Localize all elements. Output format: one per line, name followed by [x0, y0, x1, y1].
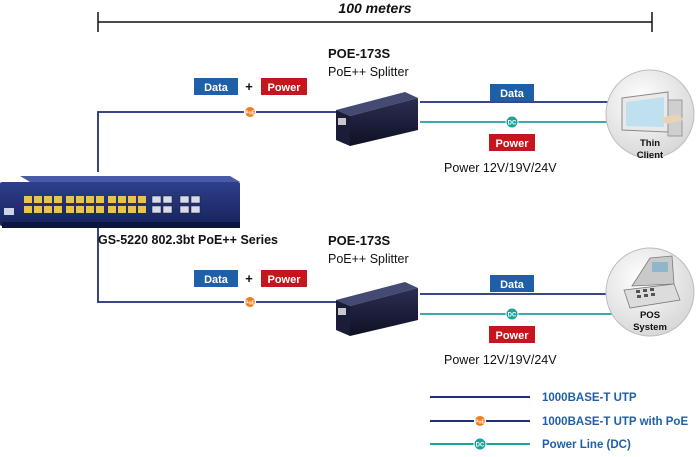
legend-label: 1000BASE-T UTP: [542, 392, 637, 404]
output-data-badge: [490, 84, 534, 101]
legend-item-utp-poe: PoE 1000BASE-T UTP with PoE: [430, 415, 688, 428]
plus-sign: +: [245, 79, 253, 94]
device-label: POS: [640, 310, 660, 321]
data-badge: [194, 270, 238, 287]
poe-marker: PoE: [244, 106, 256, 118]
poe-marker: [474, 415, 486, 427]
power-output-label: Power 12V/19V/24V: [444, 353, 557, 367]
legend: 1000BASE-T UTP PoE 1000BASE-T UTP with P…: [430, 392, 688, 451]
svg-text:Power: Power: [495, 138, 529, 150]
output-power-badge: [489, 326, 535, 343]
distance-label: 100 meters: [338, 0, 411, 16]
svg-text:Power: Power: [267, 82, 301, 94]
poe-marker: PoE: [244, 296, 256, 308]
svg-text:Power: Power: [267, 274, 301, 286]
distance-indicator: 100 meters: [97, 0, 653, 32]
legend-item-dc: DC Power Line (DC): [430, 437, 631, 451]
device-label: Thin: [640, 138, 660, 149]
power-output-label: Power 12V/19V/24V: [444, 161, 557, 175]
dc-marker: DC: [505, 115, 519, 129]
switch-label: GS-5220 802.3bt PoE++ Series: [98, 233, 278, 247]
splitter-description: PoE++ Splitter: [328, 65, 409, 79]
poe-splitter: [336, 92, 418, 146]
svg-text:PoE: PoE: [245, 301, 255, 307]
poe-switch: [0, 176, 240, 228]
svg-text:PoE: PoE: [245, 111, 255, 117]
legend-label: Power Line (DC): [542, 439, 631, 451]
splitter-model: POE-173S: [328, 46, 390, 61]
svg-text:PoE: PoE: [475, 420, 485, 426]
plus-sign: +: [245, 271, 253, 286]
power-badge: [261, 270, 307, 287]
svg-text:DC: DC: [476, 443, 485, 449]
splitter-description: PoE++ Splitter: [328, 252, 409, 266]
link-thin-client: POE-173S PoE++ Splitter Data + Power Dat…: [194, 46, 695, 175]
thin-client-device: Thin Client: [605, 69, 695, 161]
poe-splitter: [336, 282, 418, 336]
dc-marker: DC: [505, 307, 519, 321]
link-pos-system: POE-173S PoE++ Splitter Data + Power Dat…: [194, 233, 695, 367]
svg-text:DC: DC: [508, 121, 517, 127]
device-label: System: [633, 322, 667, 333]
svg-text:Data: Data: [204, 82, 229, 94]
utp-cables: [97, 101, 615, 303]
pos-system-device: POS System: [605, 247, 695, 337]
splitter-model: POE-173S: [328, 233, 390, 248]
svg-text:Data: Data: [204, 274, 229, 286]
dc-marker: [473, 437, 487, 451]
output-power-badge: [489, 134, 535, 151]
legend-item-utp: 1000BASE-T UTP: [430, 392, 637, 404]
power-badge: [261, 78, 307, 95]
data-badge: [194, 78, 238, 95]
device-label: Client: [637, 150, 664, 161]
output-data-badge: [490, 275, 534, 292]
svg-text:Data: Data: [500, 279, 525, 291]
svg-text:Power: Power: [495, 330, 529, 342]
svg-text:Data: Data: [500, 88, 525, 100]
svg-text:DC: DC: [508, 313, 517, 319]
legend-label: 1000BASE-T UTP with PoE: [542, 416, 688, 428]
